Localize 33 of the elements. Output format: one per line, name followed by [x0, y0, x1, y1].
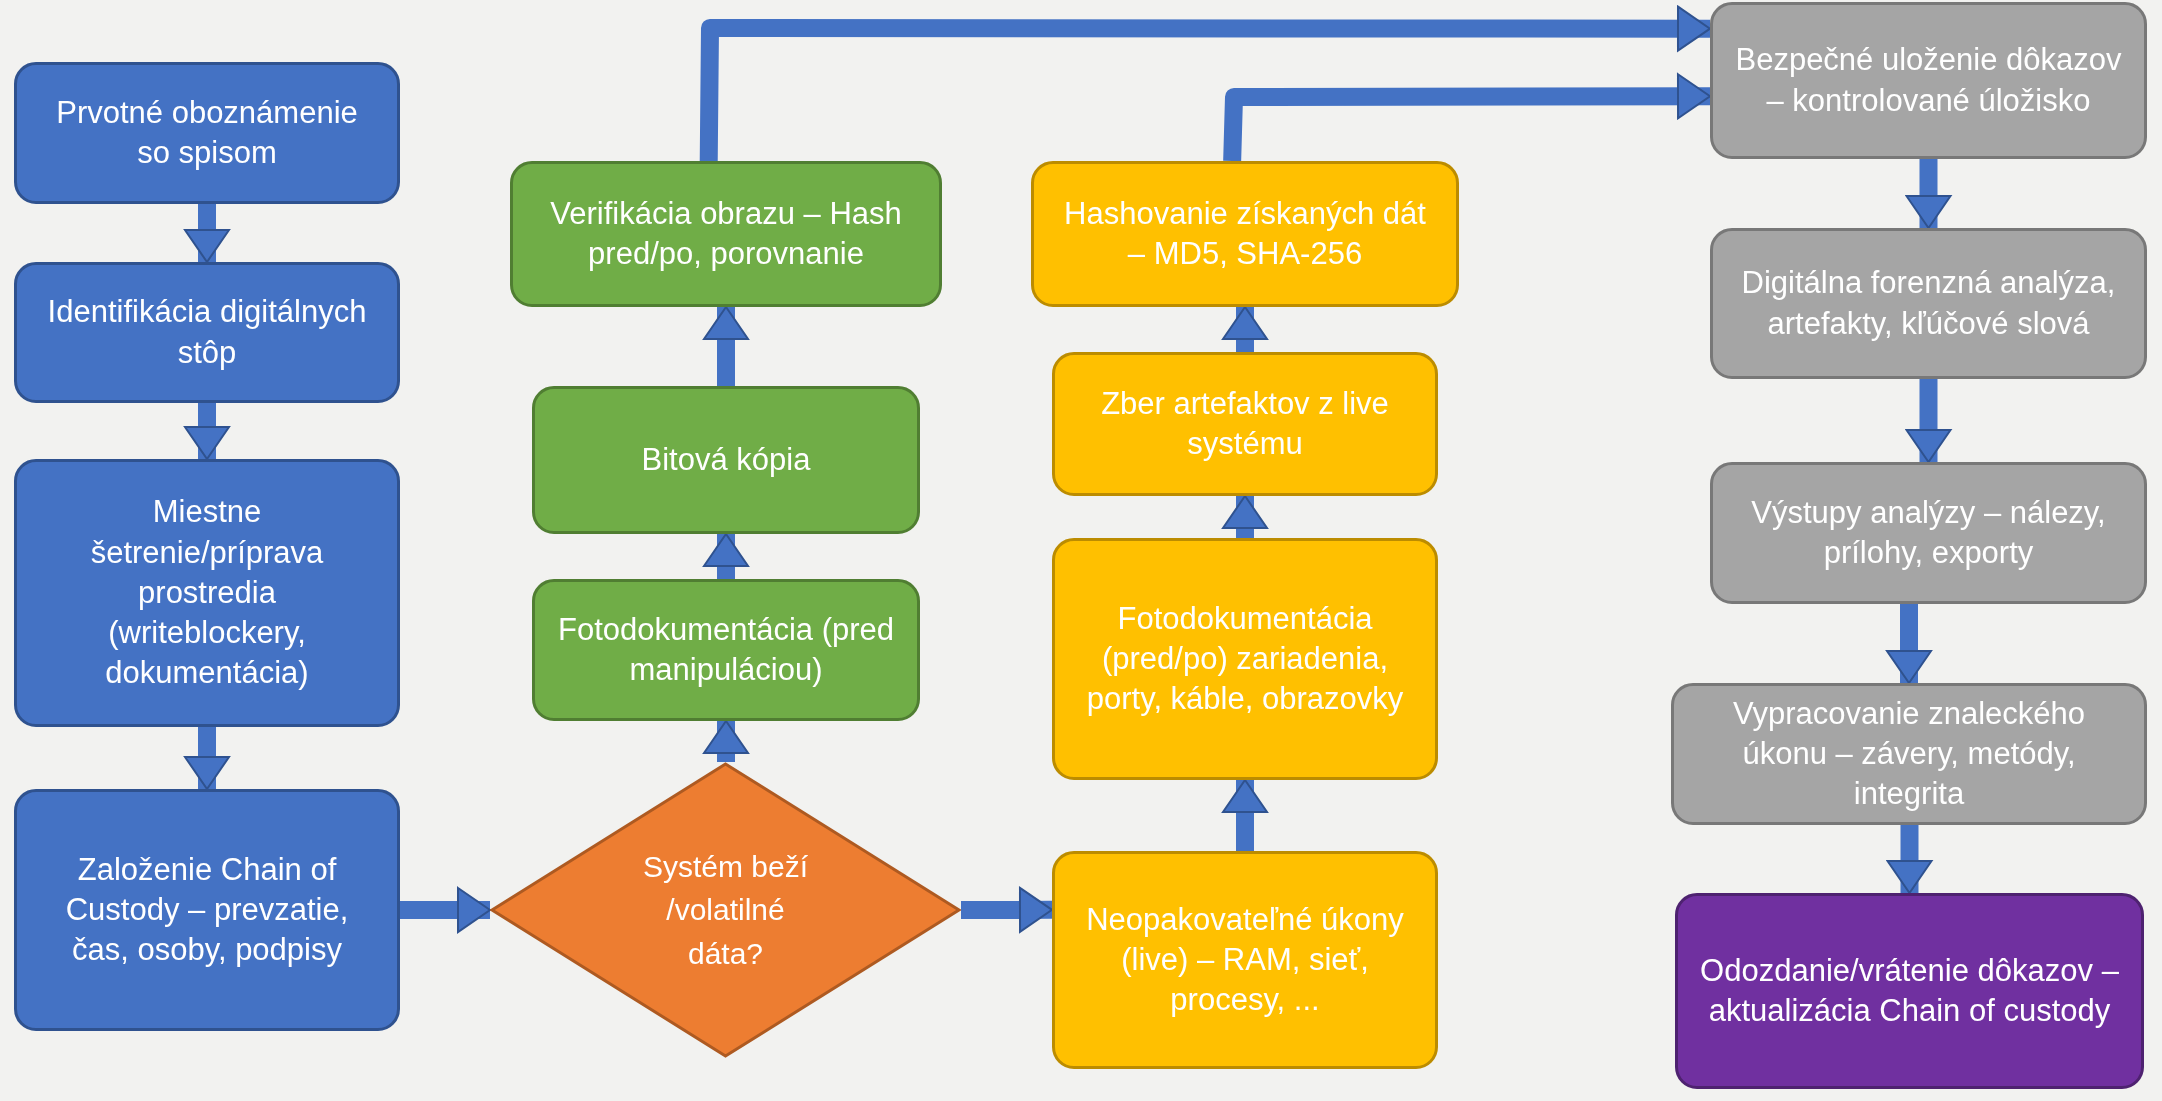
block-arrow [703, 533, 749, 579]
process-box: Odozdanie/vrátenie dôkazov – aktualizácia Chain of custody [1675, 893, 2144, 1089]
process-box: Digitálna forenzná analýza, artefakty, kľúčové slová [1710, 228, 2147, 379]
decision-text: Systém beží /volatilné dáta? [641, 848, 810, 972]
block-arrow [1222, 495, 1268, 538]
block-arrow [699, 5, 1711, 162]
process-box: Fotodokumentácia (pred manipuláciou) [532, 579, 920, 721]
block-arrow [961, 886, 1053, 933]
process-box: Výstupy analýzy – nálezy, prílohy, exporty [1710, 462, 2147, 604]
process-box: Bitová kópia [532, 386, 920, 534]
process-box: Prvotné oboznámenie so spisom [14, 62, 400, 204]
block-arrow [184, 727, 230, 790]
block-arrow [1222, 306, 1268, 352]
process-box: Neopakovateľné úkony (live) – RAM, sieť, procesy, ... [1052, 851, 1438, 1069]
block-arrow [1886, 825, 1933, 894]
process-box: Bezpečné uloženie dôkazov – kontrolované úložisko [1710, 2, 2147, 159]
process-box: Fotodokumentácia (pred/po) zariadenia, porty, káble, obrazovky [1052, 538, 1438, 780]
process-box: Zber artefaktov z live systému [1052, 352, 1438, 496]
process-box: Identifikácia digitálnych stôp [14, 262, 400, 403]
block-arrow [1905, 379, 1952, 463]
process-box: Vypracovanie znaleckého úkonu – závery, metódy, integrita [1671, 683, 2147, 825]
block-arrow [1222, 779, 1268, 851]
block-arrow [1886, 604, 1932, 684]
process-box: Založenie Chain of Custody – prevzatie, čas, osoby, podpisy [14, 789, 400, 1031]
block-arrow [184, 403, 230, 460]
block-arrow [1905, 159, 1952, 229]
process-box: Verifikácia obrazu – Hash pred/po, porovnanie [510, 161, 942, 307]
block-arrow [703, 306, 749, 386]
block-arrow [184, 204, 230, 263]
process-box: Miestne šetrenie/príprava prostredia (writeblockery, dokumentácia) [14, 459, 400, 727]
process-box: Hashovanie získaných dát – MD5, SHA-256 [1031, 161, 1459, 307]
block-arrow [400, 887, 491, 933]
block-arrow [703, 720, 749, 762]
